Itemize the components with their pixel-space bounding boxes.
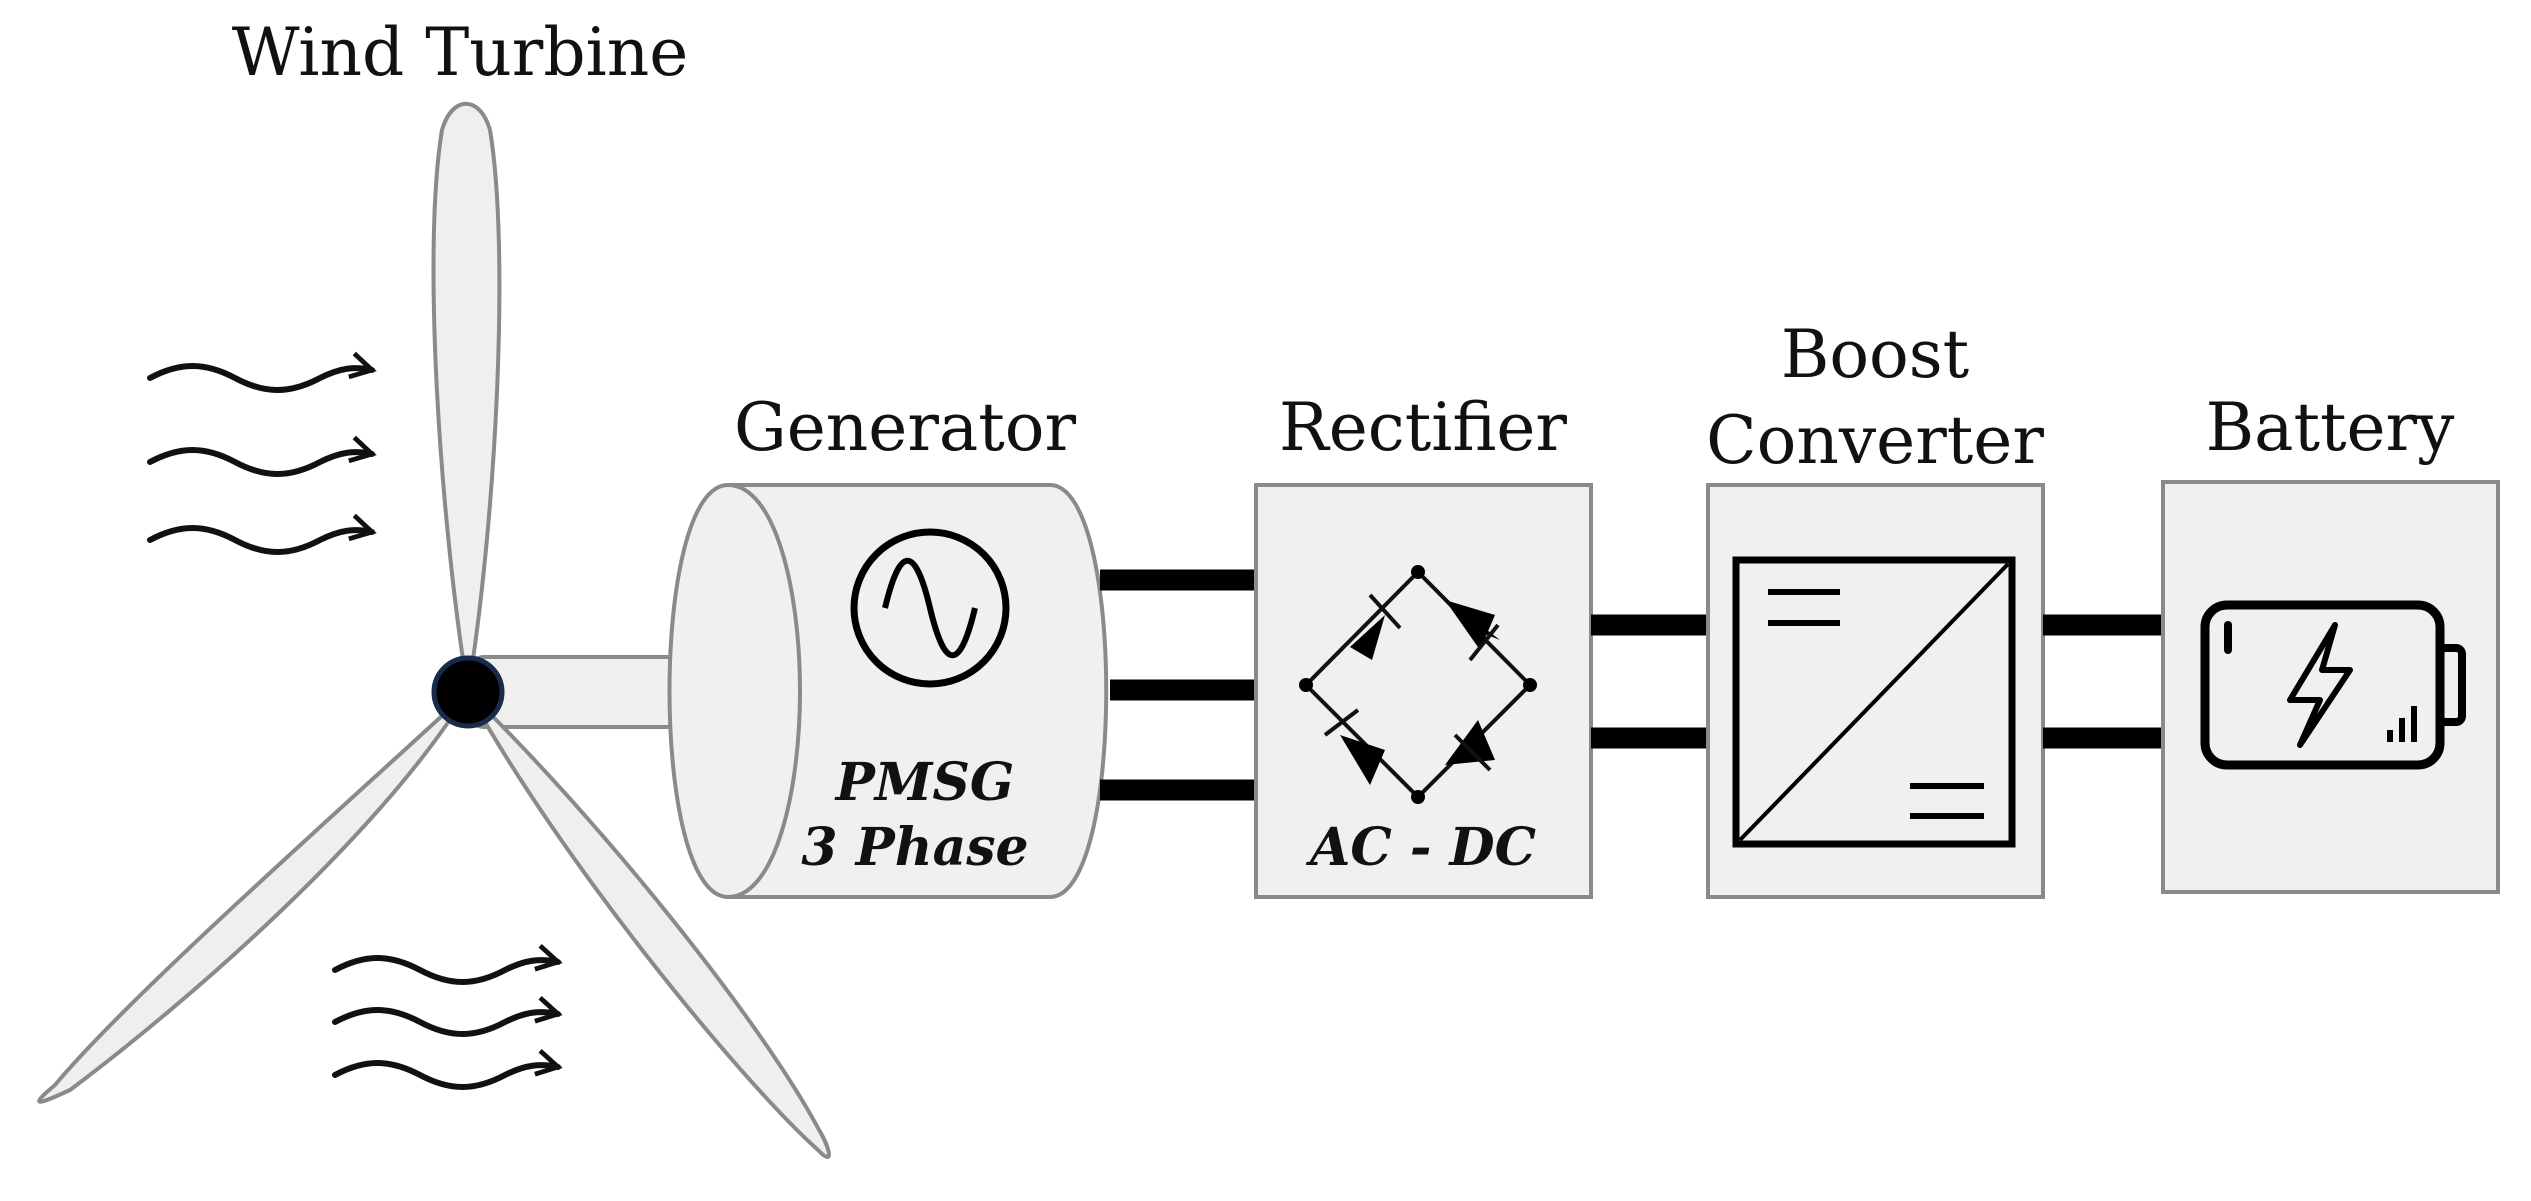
dc-wires-1 bbox=[1591, 614, 1708, 749]
boost-converter-label-line2: Converter bbox=[1706, 402, 2044, 479]
boost-converter-box bbox=[1706, 483, 2045, 899]
rectifier-label: Rectifier bbox=[1279, 389, 1567, 466]
wind-turbine-label: Wind Turbine bbox=[232, 14, 689, 91]
battery-label: Battery bbox=[2206, 389, 2456, 466]
diode-bridge-icon bbox=[1299, 565, 1537, 804]
dc-dc-converter-icon bbox=[1732, 556, 2016, 848]
turbine-blade-top bbox=[431, 101, 502, 693]
turbine-hub bbox=[431, 655, 505, 729]
generator-body bbox=[667, 483, 1109, 899]
boost-converter bbox=[1706, 483, 2045, 899]
generator-phase: 3 Phase bbox=[801, 817, 1028, 878]
battery-charging-icon bbox=[2200, 600, 2466, 770]
dc-wires-2 bbox=[2043, 614, 2163, 749]
wind-arrows-icon bbox=[147, 351, 377, 555]
rectifier: AC - DC bbox=[1254, 483, 1593, 899]
wind-arrows-icon bbox=[332, 943, 563, 1090]
generator-label: Generator bbox=[734, 389, 1077, 466]
wind-turbine bbox=[37, 101, 831, 1159]
ac-sine-icon bbox=[850, 528, 1010, 688]
turbine-blade-lower-right bbox=[466, 690, 831, 1159]
battery-box bbox=[2161, 480, 2500, 894]
ac-wires bbox=[1100, 569, 1256, 801]
generator: PMSG 3 Phase bbox=[667, 483, 1109, 899]
boost-converter-label-line1: Boost bbox=[1781, 316, 1969, 393]
generator-type: PMSG bbox=[834, 752, 1015, 813]
rectifier-type: AC - DC bbox=[1305, 817, 1536, 878]
turbine-blade-lower-left bbox=[37, 690, 470, 1104]
generator-face bbox=[727, 483, 803, 899]
battery bbox=[2161, 480, 2500, 894]
